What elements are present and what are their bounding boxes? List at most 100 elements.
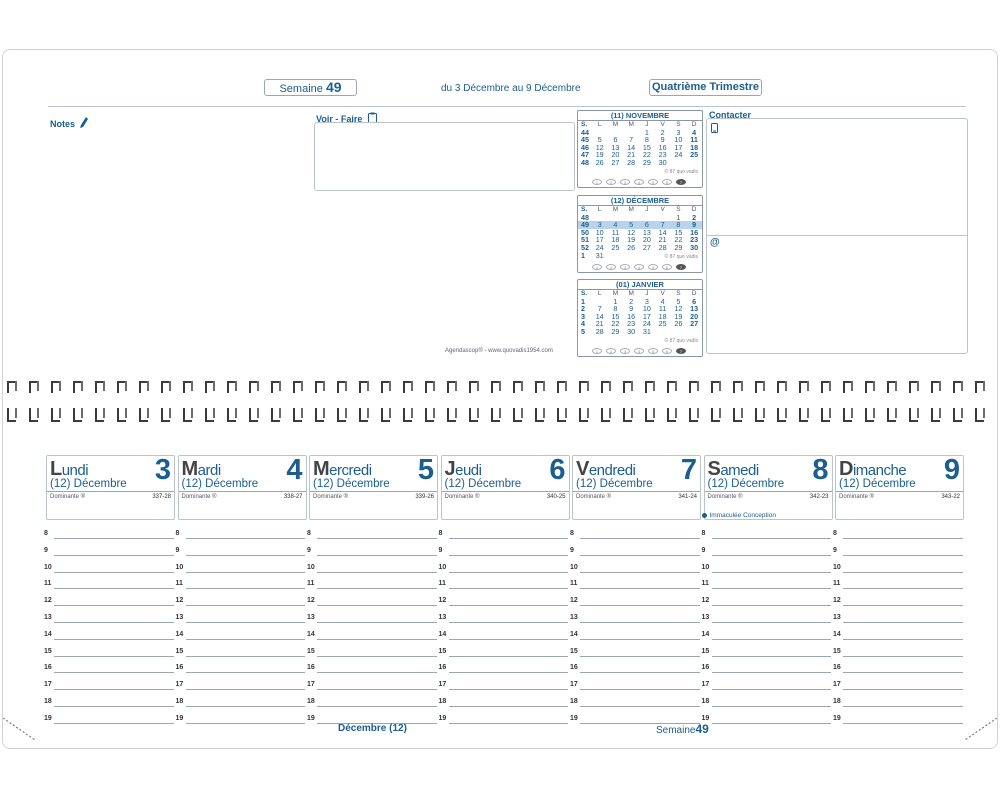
hour-line[interactable] [317, 622, 437, 623]
hour-line[interactable] [711, 706, 831, 707]
weekday-label: M [612, 121, 619, 128]
hour-line[interactable] [448, 571, 568, 573]
weekday-circle: 7 [676, 179, 686, 185]
hour-line[interactable] [711, 571, 831, 573]
hour-line[interactable] [185, 638, 305, 640]
hour-line[interactable] [843, 689, 963, 691]
hour-line[interactable] [317, 554, 437, 556]
hour-line[interactable] [580, 689, 700, 691]
hour-line[interactable] [711, 689, 831, 691]
hour-line[interactable] [711, 655, 831, 657]
hour-line[interactable] [448, 722, 568, 724]
hour-line[interactable] [54, 689, 174, 691]
hour-line[interactable] [843, 538, 963, 539]
hour-line[interactable] [185, 554, 305, 556]
hour-line[interactable] [185, 672, 305, 674]
hour-line[interactable] [317, 689, 437, 691]
hour-line[interactable] [843, 588, 963, 590]
hour-line[interactable] [54, 722, 174, 724]
hour-line[interactable] [448, 538, 568, 539]
day-of-year: 342-23 [809, 494, 829, 500]
hour-line[interactable] [580, 605, 700, 607]
hour-line[interactable] [843, 638, 963, 640]
hour-line[interactable] [580, 571, 700, 573]
hour-line[interactable] [317, 588, 437, 590]
hour-line[interactable] [54, 706, 174, 707]
hour-label: 8 [438, 530, 443, 537]
hour-line[interactable] [317, 706, 437, 707]
hour-line[interactable] [448, 672, 568, 674]
mini-calendar-cell: 3 [597, 220, 602, 230]
hour-line[interactable] [448, 605, 568, 607]
hour-line[interactable] [54, 605, 174, 607]
hour-line[interactable] [317, 638, 437, 640]
hour-line[interactable] [580, 588, 700, 590]
hour-line[interactable] [711, 538, 831, 539]
hour-line[interactable] [843, 722, 963, 724]
hour-line[interactable] [580, 672, 700, 674]
hour-line[interactable] [185, 588, 305, 590]
hour-line[interactable] [843, 571, 963, 573]
hour-line[interactable] [185, 622, 305, 623]
hour-label: 11 [833, 580, 841, 588]
hour-line[interactable] [54, 622, 174, 623]
hour-line[interactable] [185, 655, 305, 657]
hour-line[interactable] [317, 672, 437, 674]
hour-label: 12 [307, 597, 315, 605]
weekday-label: D [691, 121, 697, 128]
hour-line[interactable] [843, 706, 963, 707]
hour-line[interactable] [317, 655, 437, 657]
hour-line[interactable] [185, 689, 305, 691]
voir-faire-box[interactable] [314, 122, 575, 191]
hour-line[interactable] [54, 538, 174, 539]
hour-line[interactable] [54, 554, 174, 556]
hour-line[interactable] [580, 638, 700, 640]
contact-box[interactable]: @ [706, 118, 968, 354]
hour-line[interactable] [843, 554, 963, 556]
hour-line[interactable] [54, 571, 174, 573]
hour-line[interactable] [448, 638, 568, 640]
hour-line[interactable] [711, 588, 831, 590]
hour-line[interactable] [54, 672, 174, 674]
hour-line[interactable] [580, 538, 700, 539]
hour-line[interactable] [448, 706, 568, 707]
hour-line[interactable] [54, 638, 174, 640]
hour-line[interactable] [317, 571, 437, 573]
mini-calendar-cell: 9 [660, 135, 665, 145]
hour-line[interactable] [711, 622, 831, 623]
hour-line[interactable] [317, 722, 437, 724]
hour-line[interactable] [580, 722, 700, 724]
hour-line[interactable] [54, 588, 174, 590]
hour-line[interactable] [711, 554, 831, 556]
weekday-label: S. [581, 121, 588, 128]
binding-ring [819, 381, 841, 393]
hour-line[interactable] [185, 706, 305, 707]
hour-line[interactable] [54, 655, 174, 657]
hour-line[interactable] [185, 538, 305, 539]
hour-line[interactable] [711, 605, 831, 607]
day-month: (12) Décembre [444, 478, 522, 490]
hour-line[interactable] [317, 605, 437, 607]
hour-line[interactable] [711, 722, 831, 724]
hour-line[interactable] [843, 672, 963, 674]
hour-line[interactable] [317, 538, 437, 539]
hour-line[interactable] [711, 672, 831, 674]
hour-line[interactable] [843, 655, 963, 657]
hour-line[interactable] [448, 554, 568, 556]
hour-line[interactable] [185, 605, 305, 607]
hour-line[interactable] [448, 588, 568, 590]
hour-line[interactable] [580, 706, 700, 707]
hour-line[interactable] [711, 638, 831, 640]
hour-line[interactable] [448, 689, 568, 691]
mini-calendar-cell [608, 252, 624, 260]
hour-line[interactable] [843, 622, 963, 623]
hour-line[interactable] [185, 722, 305, 724]
weekday-circle: 4 [634, 264, 644, 270]
hour-line[interactable] [843, 605, 963, 607]
hour-line[interactable] [448, 655, 568, 657]
hour-line[interactable] [185, 571, 305, 573]
hour-line[interactable] [580, 655, 700, 657]
hour-line[interactable] [580, 622, 700, 623]
hour-line[interactable] [448, 622, 568, 623]
hour-line[interactable] [580, 554, 700, 556]
